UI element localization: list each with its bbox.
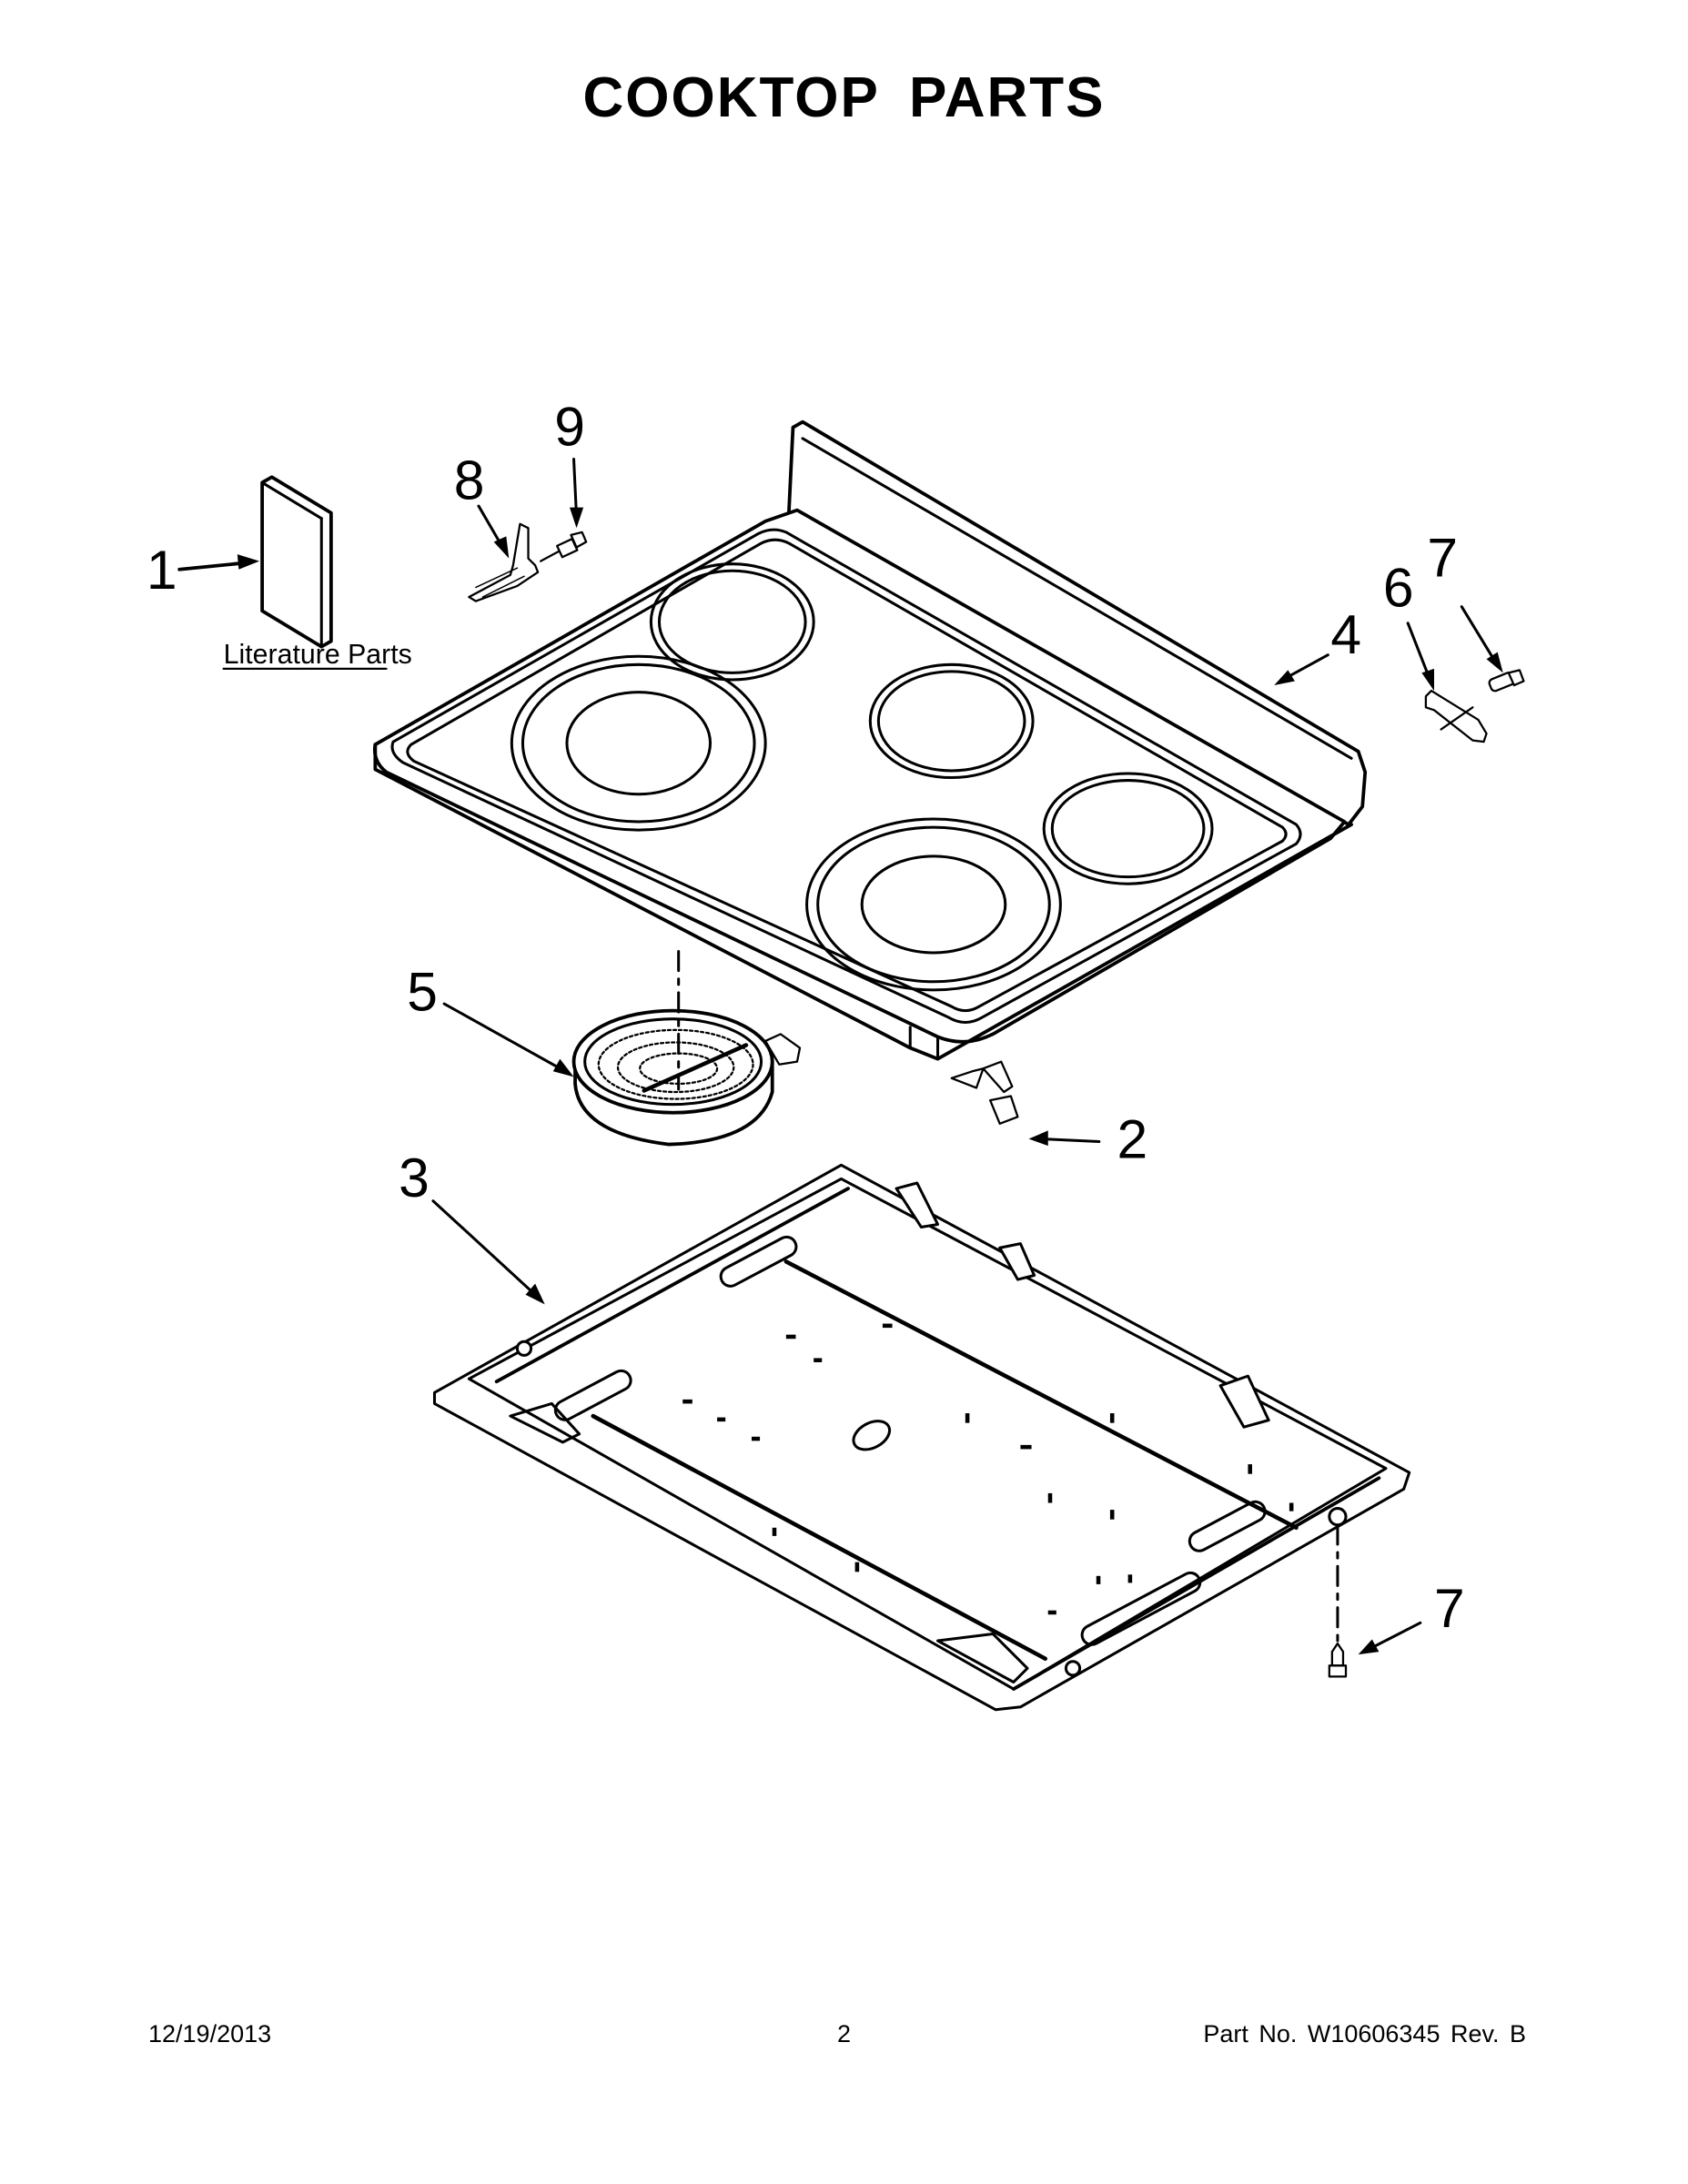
callout-5-arrow-icon: [442, 1002, 574, 1077]
callout-3-arrow-icon: [431, 1199, 545, 1305]
callout-6: 6: [1383, 557, 1414, 619]
screw-part-7-upper: [1488, 669, 1525, 693]
callout-8: 8: [454, 449, 485, 511]
hinge-bracket-part: [468, 522, 588, 602]
callout-7-upper: 7: [1427, 526, 1458, 588]
literature-parts-label: Literature Parts: [224, 640, 412, 670]
callout-1-arrow-icon: [177, 554, 260, 571]
callout-7-lower-arrow-icon: [1358, 1621, 1422, 1655]
callout-2-arrow-icon: [1028, 1130, 1101, 1147]
cooktop-support-pan-part: [432, 1163, 1411, 1712]
callout-2: 2: [1117, 1108, 1148, 1170]
callout-5: 5: [407, 961, 438, 1023]
clip-part-2: [950, 1060, 1019, 1125]
footer-page-number: 2: [836, 2020, 852, 2048]
screw-part-7-lower: [1328, 1523, 1348, 1678]
literature-part: [260, 475, 333, 649]
page-title: COOKTOP PARTS: [582, 66, 1106, 129]
callout-4: 4: [1330, 603, 1361, 665]
callout-9: 9: [554, 395, 585, 457]
callout-1: 1: [147, 539, 177, 601]
bracket-part-6: [1424, 689, 1488, 743]
callout-6-arrow-icon: [1406, 622, 1434, 692]
radiant-surface-element-part: [571, 949, 802, 1147]
cooktop-glass-top-part: [372, 420, 1368, 1061]
callout-8-arrow-icon: [477, 504, 510, 559]
callout-7-upper-arrow-icon: [1460, 605, 1503, 673]
footer-part-number: Part No. W10606345 Rev. B: [1203, 2020, 1526, 2048]
callout-3: 3: [399, 1147, 430, 1208]
callout-7-lower: 7: [1434, 1577, 1465, 1639]
footer-date: 12/19/2013: [148, 2020, 272, 2048]
callout-9-arrow-icon: [569, 458, 584, 529]
callout-4-arrow-icon: [1274, 653, 1329, 686]
